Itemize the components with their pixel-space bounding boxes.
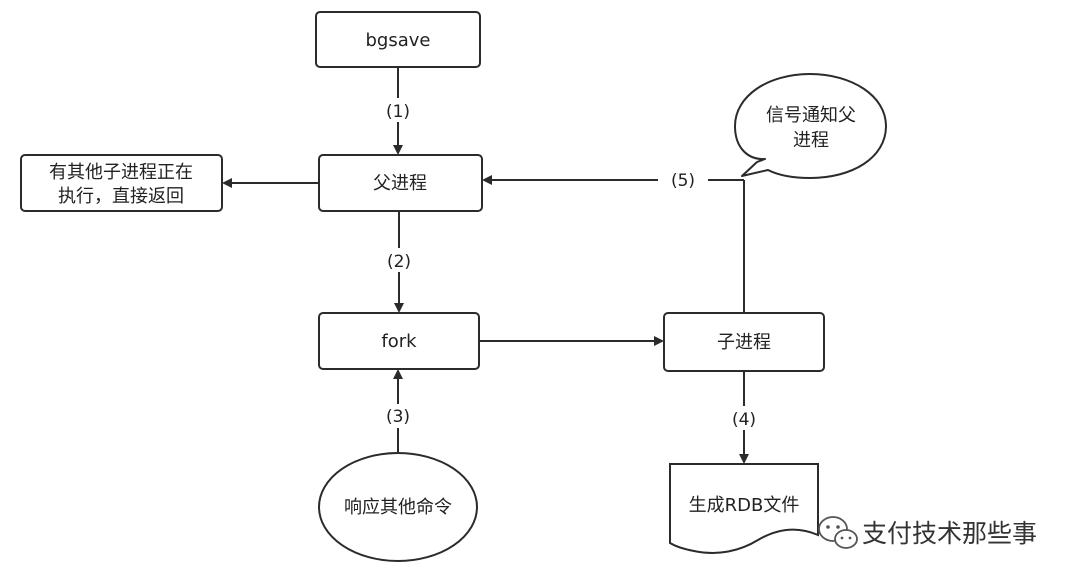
wechat-icon <box>818 516 858 549</box>
node-respond-label: 响应其他命令 <box>344 497 452 518</box>
node-signal-notify-label-line1: 信号通知父 <box>766 105 856 126</box>
node-generate-rdb-file: 生成RDB文件 <box>669 463 819 554</box>
edge-child-to-rdb: (4) <box>732 371 756 464</box>
node-rdb-label: 生成RDB文件 <box>689 495 800 516</box>
node-fork: fork <box>318 312 480 370</box>
edge-parent-to-fork: (2) <box>387 211 411 313</box>
node-bgsave-label: bgsave <box>366 30 431 51</box>
node-other-child-label-line2: 执行，直接返回 <box>58 186 184 207</box>
node-respond-other-commands: 响应其他命令 <box>318 452 478 562</box>
node-parent-process-label: 父进程 <box>373 173 427 194</box>
edge-label-step2: (2) <box>387 252 411 272</box>
edge-label-step1: (1) <box>386 102 410 122</box>
node-parent-process: 父进程 <box>318 154 483 212</box>
node-fork-label: fork <box>381 331 417 352</box>
watermark-label: 支付技术那些事 <box>862 519 1037 548</box>
node-signal-notify-label-line2: 进程 <box>793 130 829 151</box>
watermark: 支付技术那些事 <box>818 516 1037 549</box>
edge-label-step3: (3) <box>386 407 410 427</box>
edge-bgsave-to-parent: (1) <box>386 67 410 155</box>
edge-child-to-parent: (5) <box>482 171 745 313</box>
node-other-child-label-line1: 有其他子进程正在 <box>49 162 193 183</box>
node-child-process: 子进程 <box>663 312 825 372</box>
edge-respond-to-fork: (3) <box>386 369 410 453</box>
node-bgsave: bgsave <box>315 11 481 68</box>
node-child-process-label: 子进程 <box>717 332 771 353</box>
node-signal-notify: 信号通知父 进程 <box>734 73 887 179</box>
node-other-child-running: 有其他子进程正在 执行，直接返回 <box>20 154 223 212</box>
edge-label-step5: (5) <box>671 171 695 191</box>
edge-label-step4: (4) <box>732 410 756 430</box>
